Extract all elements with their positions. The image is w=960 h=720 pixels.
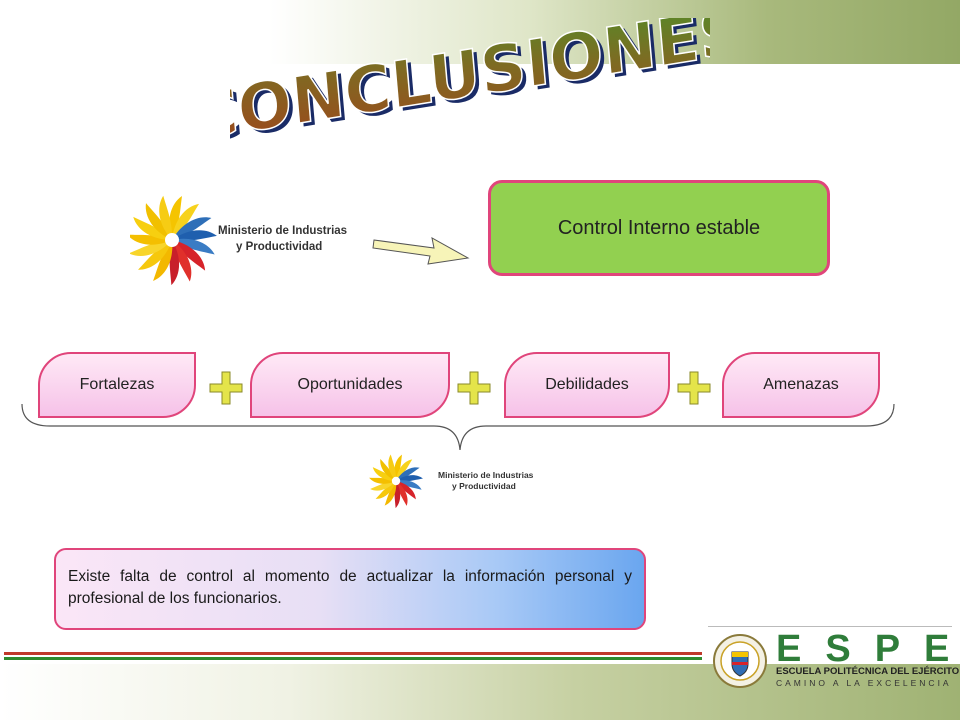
- arrow-icon: [372, 237, 470, 265]
- conclusion-summary: Existe falta de control al momento de ac…: [54, 548, 646, 630]
- logo-line2: y Productividad: [452, 481, 516, 491]
- plus-icon: [209, 371, 243, 405]
- swot-fortalezas: Fortalezas: [38, 352, 196, 418]
- espe-shield-icon: [713, 634, 767, 688]
- header-band: [0, 0, 960, 64]
- swot-label: Oportunidades: [297, 376, 403, 393]
- footer-band: [0, 664, 960, 720]
- control-interno-label: Control Interno estable: [557, 216, 761, 239]
- espe-motto: CAMINO A LA EXCELENCIA: [776, 678, 952, 688]
- sunburst-icon: [130, 195, 217, 286]
- summary-text: Existe falta de control al momento de ac…: [68, 568, 632, 607]
- swot-amenazas: Amenazas: [722, 352, 880, 418]
- decorative-stripes: [4, 652, 702, 662]
- swot-debilidades: Debilidades: [504, 352, 670, 418]
- slide-title: CONCLUSIONES CONCLUSIONES: [230, 18, 710, 158]
- plus-icon: [677, 371, 711, 405]
- sunburst-icon: [369, 454, 423, 509]
- espe-brand: ESPE ESCUELA POLITÉCNICA DEL EJÉRCITO CA…: [708, 626, 959, 692]
- swot-label: Amenazas: [763, 376, 839, 393]
- ministry-logo-bottom: Ministerio de Industrias y Productividad: [369, 454, 534, 509]
- logo-line1: Ministerio de Industrias: [438, 470, 534, 480]
- swot-label: Fortalezas: [79, 376, 155, 393]
- espe-school-name: ESCUELA POLITÉCNICA DEL EJÉRCITO: [776, 666, 960, 677]
- divider: [708, 626, 952, 627]
- logo-line2: y Productividad: [236, 241, 322, 253]
- grouping-brace: [21, 403, 895, 451]
- control-interno-box: Control Interno estable: [488, 180, 830, 276]
- ministry-logo-top: Ministerio de Industrias y Productividad: [130, 195, 347, 286]
- plus-icon: [457, 371, 491, 405]
- swot-label: Debilidades: [545, 376, 629, 393]
- logo-line1: Ministerio de Industrias: [218, 225, 347, 237]
- espe-logo-text: ESPE: [776, 628, 960, 670]
- swot-oportunidades: Oportunidades: [250, 352, 450, 418]
